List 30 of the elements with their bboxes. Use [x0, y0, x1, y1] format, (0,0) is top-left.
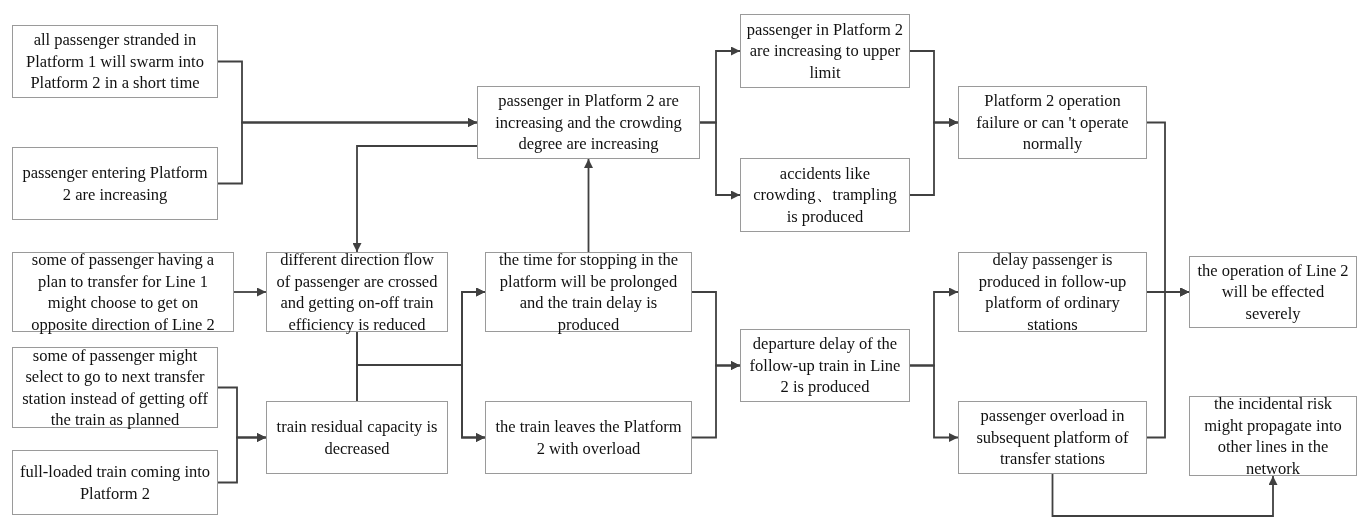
- arrow: [217, 118, 478, 185]
- process-box: the operation of Line 2 will be effected severely: [1189, 256, 1357, 328]
- arrow: [699, 121, 741, 200]
- arrow: [217, 433, 267, 484]
- process-box: the incidental risk might propagate into other lines in the network: [1189, 396, 1357, 476]
- arrow: [584, 158, 593, 253]
- arrow: [1051, 473, 1278, 517]
- process-box: passenger in Platform 2 are increasing and the crowding degree are increasing: [477, 86, 700, 159]
- arrow: [909, 364, 959, 442]
- process-box: departure delay of the follow-up train in Line 2 is produced: [740, 329, 910, 402]
- process-box: full-loaded train coming into Platform 2: [12, 450, 218, 515]
- process-box: all passenger stranded in Platform 1 will swarm into Platform 2 in a short time: [12, 25, 218, 98]
- process-box: passenger in Platform 2 are increasing to upper limit: [740, 14, 910, 88]
- process-box: the time for stopping in the platform will be prolonged and the train delay is produced: [485, 252, 692, 332]
- arrow: [691, 361, 741, 439]
- process-box: different direction flow of passenger are crossed and getting on-off train efficiency is reduced: [266, 252, 448, 332]
- process-box: accidents like crowding、trampling is produced: [740, 158, 910, 232]
- arrow: [233, 287, 267, 297]
- process-box: passenger overload in subsequent platform of transfer stations: [958, 401, 1147, 474]
- arrow: [352, 145, 478, 253]
- process-box: some of passenger having a plan to transfer for Line 1 might choose to get on opposite direction of Line 2: [12, 252, 234, 332]
- process-box: train residual capacity is decreased: [266, 401, 448, 474]
- process-box: Platform 2 operation failure or can 't operate normally: [958, 86, 1147, 159]
- process-box: passenger entering Platform 2 are increasing: [12, 147, 218, 220]
- process-box: some of passenger might select to go to next transfer station instead of getting off the train as planned: [12, 347, 218, 428]
- arrow: [1146, 287, 1190, 439]
- process-box: the train leaves the Platform 2 with overload: [485, 401, 692, 474]
- arrow: [356, 364, 486, 442]
- process-box: delay passenger is produced in follow-up platform of ordinary stations: [958, 252, 1147, 332]
- arrow: [909, 118, 959, 196]
